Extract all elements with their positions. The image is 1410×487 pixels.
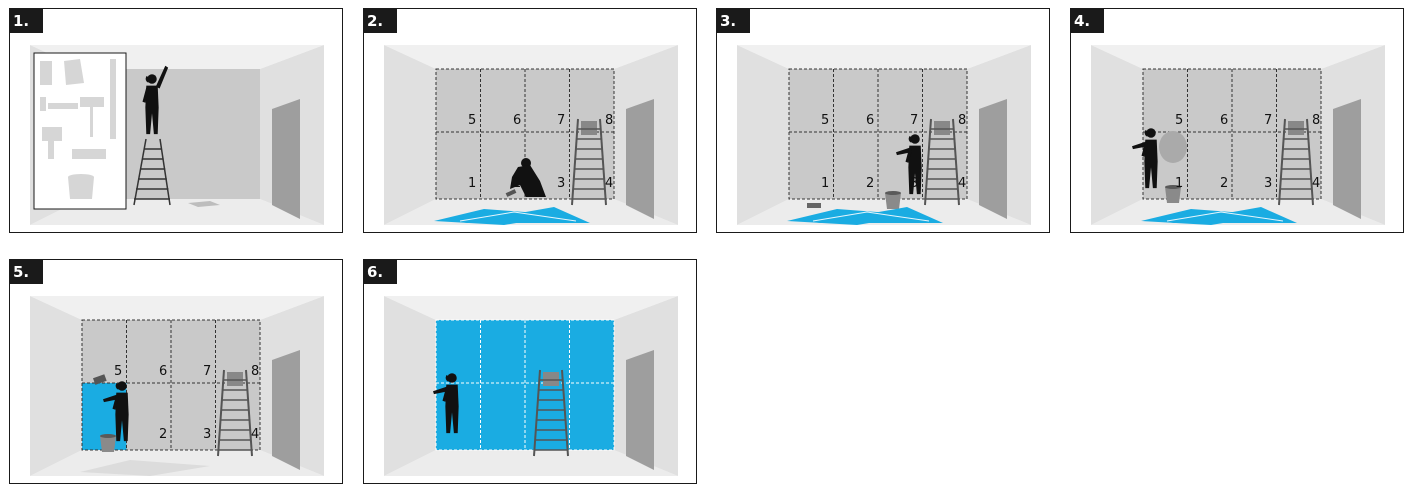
left-wall	[1091, 45, 1143, 225]
section-number: 8	[605, 114, 613, 127]
section-number: 2	[159, 428, 167, 441]
step-number-badge: 5.	[10, 260, 43, 284]
section-number: 8	[251, 365, 259, 378]
section-number: 1	[1175, 177, 1183, 190]
door	[626, 99, 654, 219]
section-number: 2	[1220, 177, 1228, 190]
room-scene	[10, 260, 343, 484]
room-scene	[1071, 9, 1404, 233]
section-number: 7	[1264, 114, 1272, 127]
section-number: 3	[910, 177, 918, 190]
section-number: 8	[1312, 114, 1320, 127]
brush-icon	[807, 203, 821, 208]
section-number: 2	[866, 177, 874, 190]
section-number: 7	[557, 114, 565, 127]
section-number: 3	[203, 428, 211, 441]
step-number-badge: 2.	[364, 9, 397, 33]
section-number: 5	[114, 365, 122, 378]
door	[272, 350, 300, 470]
section-number: 8	[958, 114, 966, 127]
section-number: 5	[1175, 114, 1183, 127]
step-number-badge: 1.	[10, 9, 43, 33]
bucket-icon	[885, 191, 901, 209]
step-panel-4: 4. 5 6 7 8 1 2 3 4	[1070, 8, 1404, 233]
left-wall	[30, 296, 82, 476]
step-number-badge: 6.	[364, 260, 397, 284]
section-number: 4	[958, 177, 966, 190]
door	[626, 350, 654, 470]
step-number-badge: 4.	[1071, 9, 1104, 33]
section-number: 6	[513, 114, 521, 127]
room-scene	[717, 9, 1050, 233]
paste-patch	[1159, 131, 1187, 163]
step-panel-5: 5. 5 6 7 8 2 3 4	[9, 259, 343, 484]
step-number-badge: 3.	[717, 9, 750, 33]
section-number: 3	[557, 177, 565, 190]
left-wall	[384, 45, 436, 225]
section-number: 6	[159, 365, 167, 378]
left-wall	[384, 296, 436, 476]
room-scene	[364, 260, 697, 484]
left-wall	[737, 45, 789, 225]
door	[979, 99, 1007, 219]
section-number: 1	[821, 177, 829, 190]
door	[272, 99, 300, 219]
section-number: 6	[1220, 114, 1228, 127]
step-panel-3: 3. 5 6 7 8 1 2 3 4	[716, 8, 1050, 233]
section-number: 5	[468, 114, 476, 127]
section-number: 7	[203, 365, 211, 378]
section-number: 4	[251, 428, 259, 441]
bucket-icon	[100, 434, 116, 452]
section-number: 5	[821, 114, 829, 127]
section-number: 6	[866, 114, 874, 127]
section-number: 3	[1264, 177, 1272, 190]
section-number: 7	[910, 114, 918, 127]
room-scene	[10, 9, 343, 233]
step-panel-1: 1.	[9, 8, 343, 233]
door	[1333, 99, 1361, 219]
section-number: 2	[513, 177, 521, 190]
room-scene	[364, 9, 697, 233]
section-number: 4	[605, 177, 613, 190]
section-number: 1	[468, 177, 476, 190]
step-panel-6: 6.	[363, 259, 697, 484]
section-number: 4	[1312, 177, 1320, 190]
step-panel-2: 2. 5 6 7 8 1 2 3 4	[363, 8, 697, 233]
